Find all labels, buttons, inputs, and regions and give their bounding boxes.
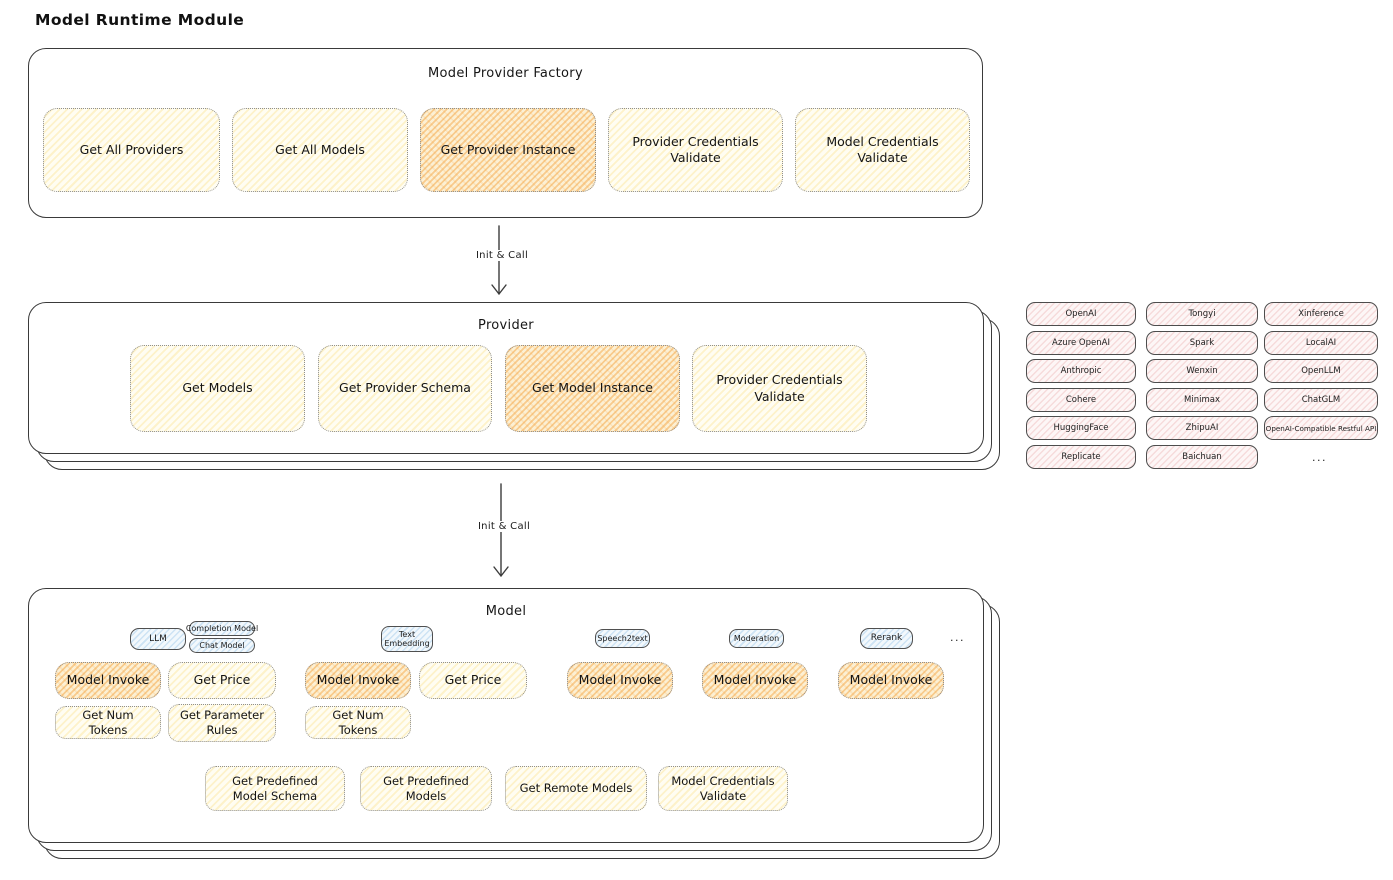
- provider-get-provider-schema: Get Provider Schema: [318, 345, 492, 432]
- get-remote-models: Get Remote Models: [505, 766, 647, 811]
- tag-moderation: Moderation: [729, 629, 784, 648]
- provider-cell-openai-compatible: OpenAI-Compatible Restful API: [1264, 416, 1378, 440]
- tag-text-embedding: Text Embedding: [381, 626, 433, 652]
- model-tags-more-ellipsis: ...: [950, 631, 965, 644]
- factory-model-credentials-validate: Model Credentials Validate: [795, 108, 970, 192]
- provider-cell-anthropic: Anthropic: [1026, 359, 1136, 383]
- tag-speech2text: Speech2text: [595, 629, 650, 648]
- tag-chat-model: Chat Model: [189, 638, 255, 653]
- moderation-model-invoke: Model Invoke: [702, 662, 808, 699]
- text-embedding-get-price: Get Price: [419, 662, 527, 699]
- factory-box-title: Model Provider Factory: [428, 66, 583, 81]
- factory-get-all-providers: Get All Providers: [43, 108, 220, 192]
- provider-credentials-validate: Provider Credentials Validate: [692, 345, 867, 432]
- provider-cell-wenxin: Wenxin: [1146, 359, 1258, 383]
- tag-rerank: Rerank: [860, 628, 913, 649]
- provider-cell-openai: OpenAI: [1026, 302, 1136, 326]
- provider-cell-tongyi: Tongyi: [1146, 302, 1258, 326]
- provider-cell-zhipuai: ZhipuAI: [1146, 416, 1258, 440]
- text-embedding-get-num-tokens: Get Num Tokens: [305, 706, 411, 739]
- rerank-model-invoke: Model Invoke: [838, 662, 944, 699]
- provider-cell-localai: LocalAI: [1264, 331, 1378, 355]
- provider-get-model-instance: Get Model Instance: [505, 345, 680, 432]
- provider-cell-baichuan: Baichuan: [1146, 445, 1258, 469]
- provider-cell-cohere: Cohere: [1026, 388, 1136, 412]
- provider-get-models: Get Models: [130, 345, 305, 432]
- provider-cell-openllm: OpenLLM: [1264, 359, 1378, 383]
- provider-cell-minimax: Minimax: [1146, 388, 1258, 412]
- factory-get-provider-instance: Get Provider Instance: [420, 108, 596, 192]
- provider-box-title: Provider: [478, 318, 534, 333]
- init-call-label-1: Init & Call: [471, 250, 533, 261]
- init-call-arrow-1: [491, 225, 507, 295]
- llm-model-invoke: Model Invoke: [55, 662, 161, 699]
- provider-cell-chatglm: ChatGLM: [1264, 388, 1378, 412]
- text-embedding-model-invoke: Model Invoke: [305, 662, 411, 699]
- llm-get-price: Get Price: [168, 662, 276, 699]
- model-credentials-validate: Model Credentials Validate: [658, 766, 788, 811]
- provider-cell-replicate: Replicate: [1026, 445, 1136, 469]
- tag-completion-model: Completion Model: [186, 621, 258, 636]
- provider-cell-huggingface: HuggingFace: [1026, 416, 1136, 440]
- factory-get-all-models: Get All Models: [232, 108, 408, 192]
- provider-grid-more-ellipsis: ...: [1312, 451, 1327, 464]
- llm-get-num-tokens: Get Num Tokens: [55, 706, 161, 739]
- model-box-title: Model: [485, 604, 527, 619]
- tag-llm: LLM: [130, 628, 186, 650]
- page-title: Model Runtime Module: [35, 11, 245, 29]
- factory-provider-credentials-validate: Provider Credentials Validate: [608, 108, 783, 192]
- init-call-label-2: Init & Call: [473, 521, 535, 532]
- provider-cell-azure-openai: Azure OpenAI: [1026, 331, 1136, 355]
- provider-cell-xinference: Xinference: [1264, 302, 1378, 326]
- get-predefined-models: Get Predefined Models: [360, 766, 492, 811]
- provider-cell-spark: Spark: [1146, 331, 1258, 355]
- get-predefined-model-schema: Get Predefined Model Schema: [205, 766, 345, 811]
- speech2text-model-invoke: Model Invoke: [567, 662, 673, 699]
- llm-get-parameter-rules: Get Parameter Rules: [168, 704, 276, 742]
